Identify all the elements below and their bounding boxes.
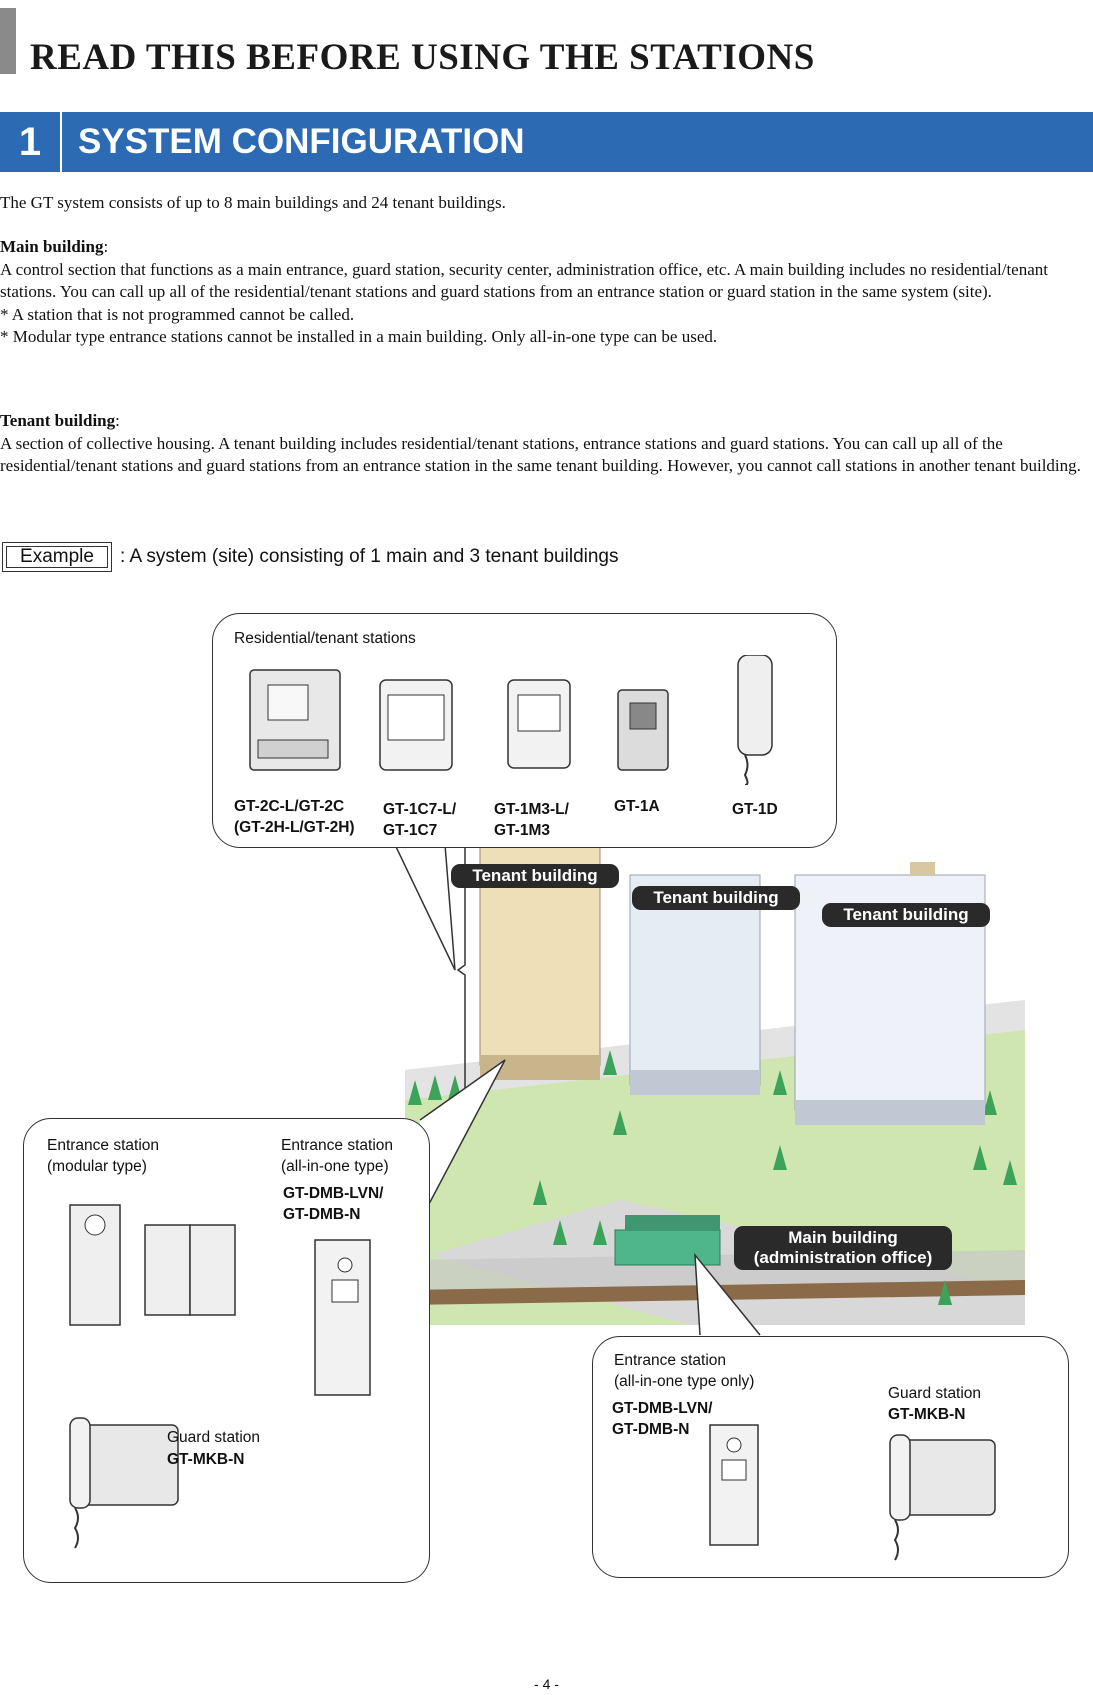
tenant-building-section: Tenant building: A section of collective… <box>0 410 1085 478</box>
page-number: - 4 - <box>534 1676 559 1692</box>
model-gt-1c7-line2: GT-1C7 <box>383 822 438 839</box>
main-building-note-2: * Modular type entrance stations cannot … <box>0 327 718 346</box>
main-building-text: A control section that functions as a ma… <box>0 259 1048 302</box>
main-building-note-1: * A station that is not programmed canno… <box>0 304 355 324</box>
example-label: Example <box>6 546 108 568</box>
tenant-building-label-3: Tenant building <box>822 903 990 927</box>
main-aio-entrance-title-line1: Entrance station <box>614 1352 727 1369</box>
tenant-building-3-roof <box>910 862 935 875</box>
main-aio-entrance-model-line1: GT-DMB-LVN/ <box>612 1400 713 1417</box>
model-gt-2c: GT-2C-L/GT-2C (GT-2H-L/GT-2H) <box>234 796 355 838</box>
model-gt-2c-line1: GT-2C-L/GT-2C <box>234 798 345 815</box>
gt-1a-station-image <box>617 689 669 771</box>
left-guard-station-image <box>69 1417 179 1549</box>
left-callout-pointer <box>409 1059 506 1241</box>
main-aio-entrance-title: Entrance station (all-in-one type only) <box>614 1350 754 1392</box>
example-label-box: Example <box>2 542 112 572</box>
modular-entrance-image <box>69 1204 236 1326</box>
main-building-roof <box>625 1215 720 1230</box>
section-header-band <box>0 112 1093 172</box>
main-aio-entrance-image <box>709 1424 759 1546</box>
model-gt-1a: GT-1A <box>614 798 660 815</box>
right-guard-title: Guard station <box>888 1385 982 1402</box>
model-gt-1m3: GT-1M3-L/ GT-1M3 <box>494 799 569 841</box>
main-building-label-line1: Main building <box>788 1228 898 1247</box>
main-building-label-line2: (administration office) <box>753 1248 933 1267</box>
main-building-heading: Main building <box>0 237 104 256</box>
left-guard-model: GT-MKB-N <box>167 1451 245 1468</box>
main-aio-entrance-model-line2: GT-DMB-N <box>612 1421 690 1438</box>
right-callout-pointer <box>694 1252 761 1336</box>
modular-entrance-title-line1: Entrance station <box>47 1137 160 1154</box>
left-callout-illustrations <box>69 1204 371 1549</box>
aio-entrance-model-line1: GT-DMB-LVN/ <box>283 1185 384 1202</box>
gt-1c7-station-image <box>379 679 453 771</box>
intro-text: The GT system consists of up to 8 main b… <box>0 193 506 212</box>
right-guard-model: GT-MKB-N <box>888 1406 966 1423</box>
main-building-body <box>614 1229 721 1266</box>
right-callout-illustrations <box>709 1424 996 1561</box>
modular-entrance-title-line2: (modular type) <box>47 1158 147 1175</box>
residential-stations-title: Residential/tenant stations <box>234 630 416 647</box>
tenant-building-label-2: Tenant building <box>632 886 800 910</box>
main-aio-entrance-title-line2: (all-in-one type only) <box>614 1373 755 1390</box>
model-gt-1c7: GT-1C7-L/ GT-1C7 <box>383 799 456 841</box>
model-gt-1d: GT-1D <box>732 801 778 818</box>
main-building-label: Main building (administration office) <box>734 1226 952 1270</box>
tenant-building-label-1: Tenant building <box>451 864 619 888</box>
main-aio-entrance-model: GT-DMB-LVN/ GT-DMB-N <box>612 1398 712 1440</box>
section-title: SYSTEM CONFIGURATION <box>78 122 525 161</box>
left-guard-title: Guard station <box>167 1429 261 1446</box>
aio-entrance-model-line2: GT-DMB-N <box>283 1206 361 1223</box>
aio-entrance-title-line2: (all-in-one type) <box>281 1158 389 1175</box>
page-title: READ THIS BEFORE USING THE STATIONS <box>30 37 815 78</box>
section-number: 1 <box>18 120 42 164</box>
aio-entrance-title-line1: Entrance station <box>281 1137 394 1154</box>
tenant-building-heading: Tenant building <box>0 411 116 430</box>
right-guard-station-image <box>889 1434 996 1561</box>
model-gt-1c7-line1: GT-1C7-L/ <box>383 801 457 818</box>
tenant-building-2-base <box>630 1070 760 1095</box>
gt-1d-station-image <box>737 655 773 785</box>
model-gt-1m3-line1: GT-1M3-L/ <box>494 801 569 818</box>
section-number-box <box>0 112 62 172</box>
modular-entrance-title: Entrance station (modular type) <box>47 1135 159 1177</box>
header-accent-bar <box>0 8 16 74</box>
residential-station-illustrations <box>249 655 773 785</box>
gt-1m3-station-image <box>507 679 571 769</box>
gt-2c-station-image <box>249 669 341 771</box>
main-building-section: Main building: A control section that fu… <box>0 236 1085 349</box>
aio-entrance-image <box>314 1239 371 1396</box>
tenant-building-3-base <box>795 1100 985 1125</box>
model-gt-1m3-line2: GT-1M3 <box>494 822 550 839</box>
aio-entrance-model: GT-DMB-LVN/ GT-DMB-N <box>283 1183 383 1225</box>
model-gt-2c-line2: (GT-2H-L/GT-2H) <box>234 819 355 836</box>
example-caption: : A system (site) consisting of 1 main a… <box>120 546 619 567</box>
tenant-building-2-body <box>629 874 761 1086</box>
aio-entrance-title: Entrance station (all-in-one type) <box>281 1135 393 1177</box>
tenant-building-text: A section of collective housing. A tenan… <box>0 433 1081 476</box>
